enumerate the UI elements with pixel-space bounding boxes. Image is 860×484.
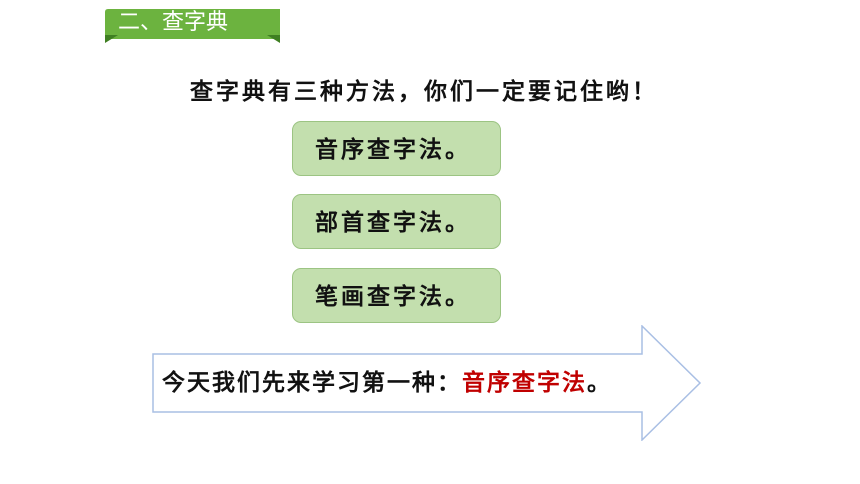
method-box-radical: 部首查字法。 — [292, 194, 501, 249]
intro-text: 查字典有三种方法，你们一定要记住哟！ — [190, 78, 658, 105]
callout-prefix: 今天我们先来学习第一种： — [162, 369, 462, 396]
callout-highlight: 音序查字法 — [462, 369, 587, 396]
method-box-pinyin: 音序查字法。 — [292, 121, 501, 176]
method-label: 笔画查字法。 — [315, 283, 471, 310]
section-tag-shape — [105, 9, 280, 43]
callout-arrow: 今天我们先来学习第一种：音序查字法。 — [152, 325, 702, 441]
callout-text: 今天我们先来学习第一种：音序查字法。 — [162, 361, 612, 405]
callout-suffix: 。 — [587, 369, 612, 396]
method-label: 部首查字法。 — [315, 209, 471, 236]
arrow-shape — [152, 325, 702, 441]
section-tag: 二、查字典 — [104, 5, 280, 43]
section-tag-label: 二、查字典 — [118, 10, 229, 35]
method-box-stroke: 笔画查字法。 — [292, 268, 501, 323]
method-label: 音序查字法。 — [315, 136, 471, 163]
